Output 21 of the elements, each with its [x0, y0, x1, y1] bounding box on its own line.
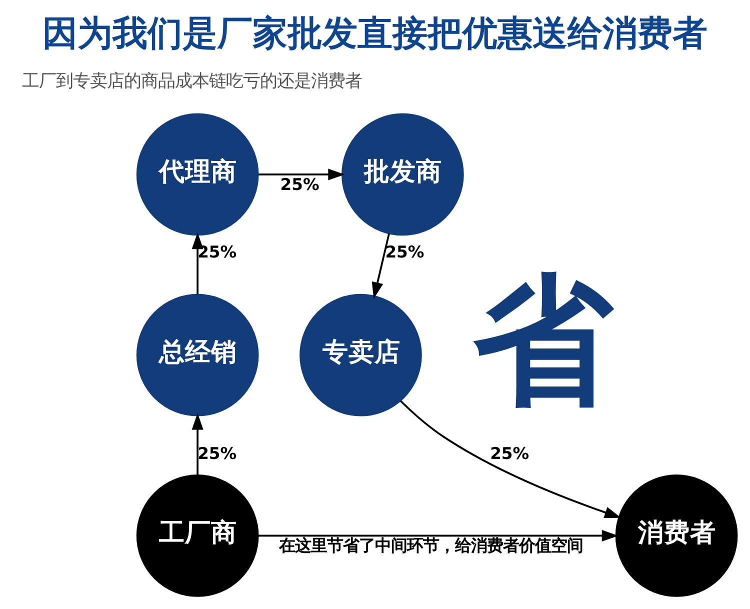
node-circle: 总经销: [136, 293, 259, 416]
arrow: [372, 232, 390, 298]
edge-label: 25%: [198, 242, 237, 261]
arrow: [258, 529, 618, 542]
label: 工厂到专卖店的商品成本链吃亏的还是消费者: [22, 70, 362, 91]
arrow: [258, 168, 345, 180]
edge-label: 25%: [280, 174, 320, 194]
arrow: [192, 412, 204, 474]
arrow: [400, 400, 622, 518]
node-circle: 消费者: [615, 474, 738, 596]
node-circle: 专卖店: [300, 293, 422, 416]
edge-label: 在这里节省了中间环节，给消费者价值空间: [279, 536, 584, 555]
node-circle: 代理商: [136, 112, 259, 236]
node-circle: 批发商: [342, 112, 464, 236]
label: 省: [473, 258, 614, 422]
diagram-title: 因为我们是厂家批发直接把优惠送给消费者: [42, 14, 708, 54]
node-circle: 工厂商: [136, 474, 259, 596]
edge-label: 25%: [490, 444, 530, 463]
edge-label: 25%: [385, 242, 424, 261]
arrow: [192, 232, 204, 294]
edge-label: 25%: [198, 444, 237, 463]
